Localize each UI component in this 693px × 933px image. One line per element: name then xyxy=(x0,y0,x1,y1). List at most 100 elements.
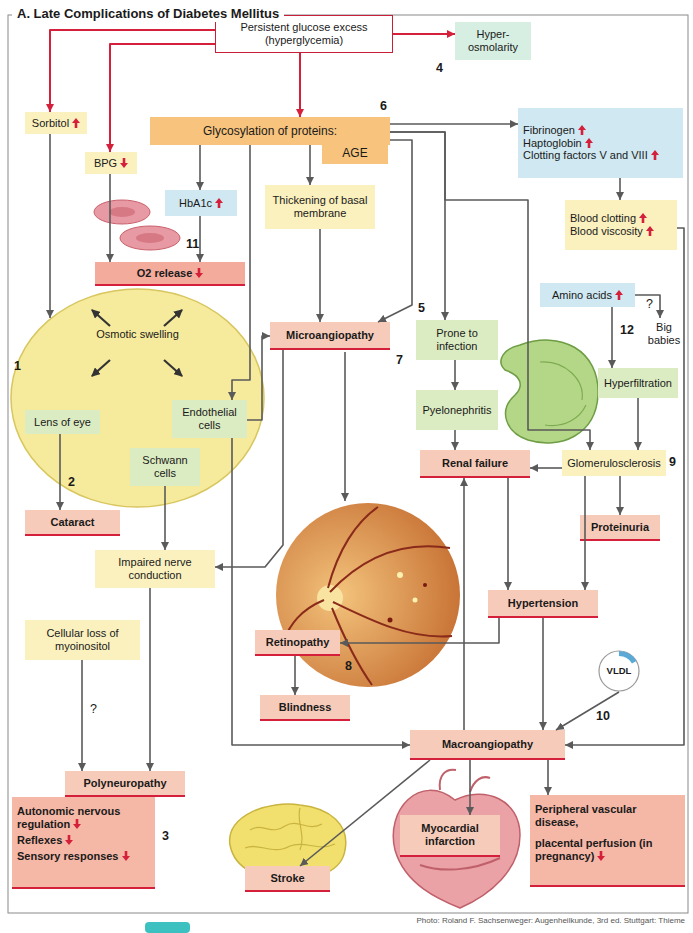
trend-arrow xyxy=(646,226,654,236)
text-line: Polyneuropathy xyxy=(70,777,180,790)
trend-arrow-shape xyxy=(120,158,128,168)
connector-arrow xyxy=(50,30,215,112)
trend-arrow-shape xyxy=(195,268,203,278)
node-text: Amino acids xyxy=(552,289,612,301)
process-box: Thickening of basal membrane xyxy=(265,185,375,229)
text-line: VLDL xyxy=(607,665,632,676)
text-line: Peripheral vascular disease, xyxy=(535,803,680,829)
connector-arrow xyxy=(232,438,410,745)
text-line: Myocardial infarction xyxy=(405,822,495,848)
connector-arrow xyxy=(454,360,456,390)
marker-box: FibrinogenHaptoglobinClotting factors V … xyxy=(518,108,683,178)
text-line: Fibrinogen xyxy=(523,124,678,137)
node-text: Retinopathy xyxy=(266,636,330,648)
text-line: Hyper-osmolarity xyxy=(460,28,526,54)
node-text: Stroke xyxy=(270,872,304,884)
trend-arrow xyxy=(73,819,81,829)
node-text: Osmotic swelling xyxy=(96,328,179,340)
callout-number: 8 xyxy=(345,659,352,673)
leader-arrow xyxy=(344,352,346,501)
node-text: Endothelial cells xyxy=(182,406,236,431)
text-line: Thickening of basal membrane xyxy=(270,194,370,220)
cell-outline: Osmotic swellingEndothelial cells Lens of… xyxy=(10,288,265,508)
red-blood-cell-center xyxy=(109,207,135,217)
text-line: Retinopathy xyxy=(260,636,335,649)
text-line: Macroangiopathy xyxy=(415,738,560,751)
brain-gyri xyxy=(245,808,335,850)
text-line: Stroke xyxy=(250,872,325,885)
tissue-box: Endothelial cells xyxy=(172,400,247,438)
trend-arrow xyxy=(639,213,647,223)
red-blood-cell xyxy=(94,200,150,224)
tissue-box: Pyelonephritis xyxy=(416,390,498,430)
connector-arrow xyxy=(309,145,311,185)
text-line: Persistent glucose excess (hyperglycemia… xyxy=(221,21,387,47)
text-line: Glomerulosclerosis xyxy=(567,457,661,470)
node-text: Sensory responses xyxy=(17,850,119,862)
callout-number: 6 xyxy=(380,99,387,113)
connector-arrow xyxy=(454,430,456,450)
photo-credit: Photo: Roland F. Sachsenweger: Augenheil… xyxy=(417,916,685,925)
caption-holder: Photo: Roland F. Sachsenweger: Augenheil… xyxy=(417,917,685,926)
process-box: AGE xyxy=(322,142,388,164)
tissue-box: Schwann cells xyxy=(130,448,200,486)
text-line: Hypertension xyxy=(493,597,593,610)
label-holder: 7 xyxy=(396,354,403,368)
label-holder: 6 xyxy=(380,100,387,114)
complication-box: Macroangiopathy xyxy=(410,730,565,760)
trend-arrow xyxy=(585,138,593,148)
node-text: Proteinuria xyxy=(591,521,649,533)
trend-arrow xyxy=(578,125,586,135)
text-line: Blindness xyxy=(265,701,345,714)
node-text: O2 release xyxy=(137,267,193,279)
retinal-vessel xyxy=(284,507,452,685)
connector-arrow xyxy=(199,216,201,262)
connector-arrow xyxy=(637,398,639,450)
text-line: Blood viscosity xyxy=(570,225,672,238)
label-holder: 12 xyxy=(620,324,634,338)
text-line: Blood clotting xyxy=(570,212,672,225)
node-text: Blood viscosity xyxy=(570,225,643,237)
trend-arrow xyxy=(195,268,203,278)
connector-arrow xyxy=(109,174,111,262)
connector-arrow xyxy=(49,134,51,318)
title-holder: A. Late Complications of Diabetes Mellit… xyxy=(12,6,284,22)
trend-arrow-shape xyxy=(122,851,130,861)
connector-arrow xyxy=(299,53,301,117)
label-holder: 2 xyxy=(68,476,75,490)
complication-box: Renal failure xyxy=(420,450,530,478)
node-text: Autonomic nervous regulation xyxy=(17,805,120,830)
text-line: Pyelonephritis xyxy=(421,404,493,417)
node-text: Fibrinogen xyxy=(523,124,575,136)
text-line: Lens of eye xyxy=(30,416,95,429)
node-text: Impaired nerve conduction xyxy=(118,556,191,581)
trend-arrow-shape xyxy=(578,125,586,135)
question-mark: ? xyxy=(90,702,97,716)
label-holder: 8 xyxy=(345,660,352,674)
heart-illustration xyxy=(393,790,520,908)
callout-number: 12 xyxy=(620,323,634,337)
node-text: HbA1c xyxy=(179,197,212,209)
connector-arrow xyxy=(294,656,296,695)
trend-arrow-shape xyxy=(72,118,80,128)
node-text: AGE xyxy=(342,146,367,160)
marker-box: Amino acids xyxy=(540,283,635,307)
marker-box: HbA1c xyxy=(165,190,237,216)
connector-arrow xyxy=(149,588,151,771)
trend-arrow-shape xyxy=(73,819,81,829)
outcome-box: Big babies xyxy=(642,318,686,350)
callout-number: 5 xyxy=(418,301,425,315)
trend-arrow-shape xyxy=(615,290,623,300)
node-text: Pyelonephritis xyxy=(422,404,491,416)
kidney-illustration xyxy=(501,340,598,443)
node-text: Peripheral vascular disease, xyxy=(535,803,637,828)
label-holder: 9 xyxy=(669,456,676,470)
tissue-box: Prone to infection xyxy=(416,320,498,360)
outline xyxy=(599,651,639,691)
node-text: Polyneuropathy xyxy=(83,777,166,789)
node-text: Clotting factors V and VIII xyxy=(523,149,648,161)
text-line: Endothelial cells xyxy=(177,406,242,432)
text-line: Clotting factors V and VIII xyxy=(523,149,678,162)
text-line: Autonomic nervous regulation xyxy=(17,805,150,831)
callout-number: 1 xyxy=(14,359,21,373)
